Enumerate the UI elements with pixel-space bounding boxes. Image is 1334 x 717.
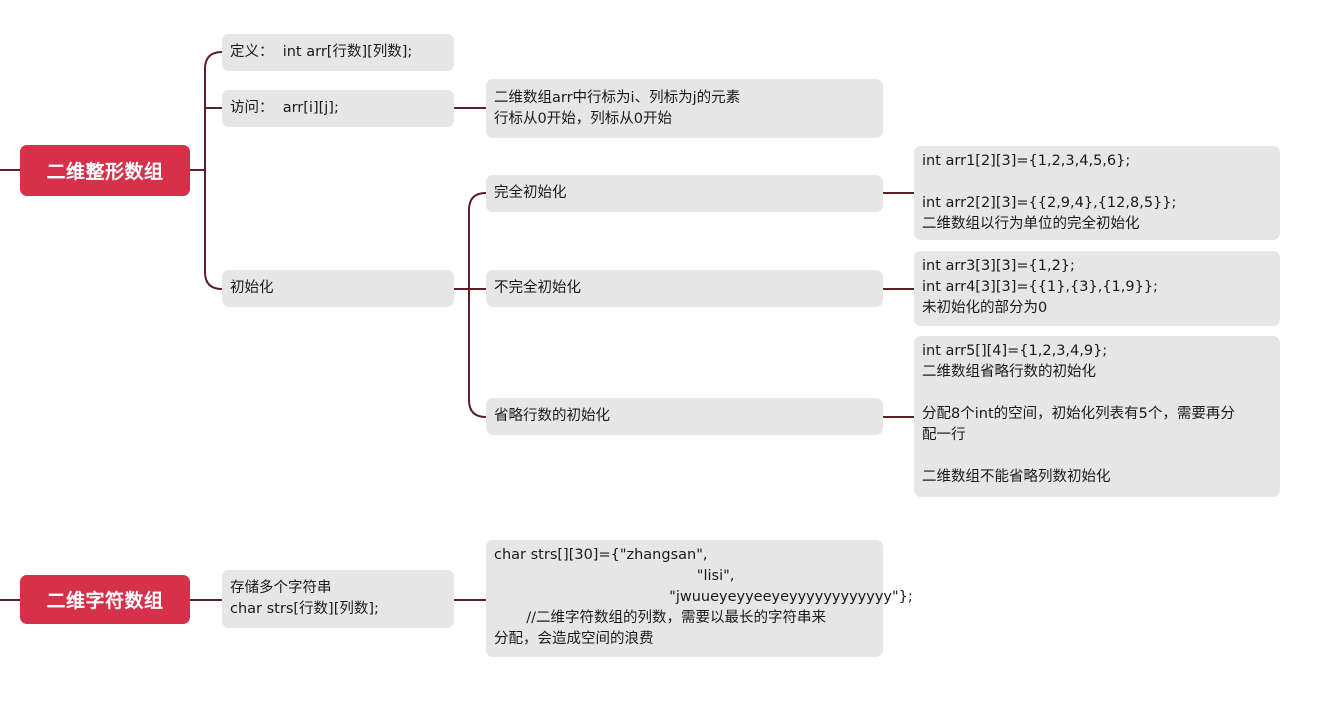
node-text-line: 二维数组arr中行标为i、列标为j的元素 [494, 89, 741, 106]
node-text-line: 行标从0开始，列标从0开始 [494, 110, 672, 127]
node-text-line: 分配8个int的空间，初始化列表有5个，需要再分 [922, 406, 1235, 422]
node-text-line: 配一行 [922, 427, 966, 443]
node-text-line: 分配，会造成空间的浪费 [494, 631, 654, 647]
node-text-line: 二维数组以行为单位的完全初始化 [922, 216, 1140, 232]
node-text-line: 存储多个字符串 [230, 580, 332, 596]
access-note-node[interactable]: 二维数组arr中行标为i、列标为j的元素行标从0开始，列标从0开始 [486, 79, 883, 138]
full-init-note-node[interactable]: int arr1[2][3]={1,2,3,4,5,6}; int arr2[2]… [914, 146, 1280, 240]
node-text-line: //二维字符数组的列数，需要以最长的字符串来 [494, 610, 827, 626]
node-text-line: int arr4[3][3]={{1},{3},{1,9}}; [922, 279, 1158, 295]
node-text-line: 二维数组不能省略列数初始化 [922, 469, 1111, 485]
node-text-line: 定义： int arr[行数][列数]; [230, 44, 413, 60]
node-text-line: 不完全初始化 [494, 280, 581, 296]
node-text-line [922, 383, 1272, 404]
node-text-line [922, 446, 1272, 467]
store-strings-node[interactable]: 存储多个字符串 char strs[行数][列数]; [222, 570, 454, 628]
node-text-line: 未初始化的部分为0 [922, 300, 1048, 316]
node-text-line: 省略行数的初始化 [494, 408, 610, 424]
definition-node[interactable]: 定义： int arr[行数][列数]; [222, 34, 454, 71]
node-text-line: int arr2[2][3]={{2,9,4},{12,8,5}}; [922, 195, 1177, 211]
partial-init-node[interactable]: 不完全初始化 [486, 270, 883, 307]
node-text-line: 完全初始化 [494, 185, 567, 201]
root-2d-int-array[interactable]: 二维整形数组 [20, 145, 190, 196]
partial-init-note-node[interactable]: int arr3[3][3]={1,2}; int arr4[3][3]={{1}… [914, 251, 1280, 326]
node-text-line: 二维数组省略行数的初始化 [922, 364, 1096, 380]
node-text-line: int arr5[][4]={1,2,3,4,9}; [922, 343, 1108, 359]
node-text-line: char strs[行数][列数]; [230, 601, 379, 617]
omit-rows-note-node[interactable]: int arr5[][4]={1,2,3,4,9}; 二维数组省略行数的初始化分配… [914, 336, 1280, 497]
node-text-line: 访问： arr[i][j]; [230, 100, 339, 116]
node-text-line: "jwuueyeyyeeyeyyyyyyyyyyyy"}; [494, 589, 913, 605]
root-2d-char-array[interactable]: 二维字符数组 [20, 575, 190, 624]
node-text-line: char strs[][30]={"zhangsan", [494, 547, 708, 563]
init-node[interactable]: 初始化 [222, 270, 454, 307]
node-text-line: "lisi", [494, 568, 735, 584]
store-strings-note-node[interactable]: char strs[][30]={"zhangsan", "lisi", "jw… [486, 540, 913, 657]
node-text-line [922, 172, 1272, 193]
node-text-line: int arr3[3][3]={1,2}; [922, 258, 1075, 274]
omit-rows-init-node[interactable]: 省略行数的初始化 [486, 398, 883, 435]
node-text-line: int arr1[2][3]={1,2,3,4,5,6}; [922, 153, 1131, 169]
node-text-line: 初始化 [230, 280, 274, 296]
access-node[interactable]: 访问： arr[i][j]; [222, 90, 454, 127]
full-init-node[interactable]: 完全初始化 [486, 175, 883, 212]
